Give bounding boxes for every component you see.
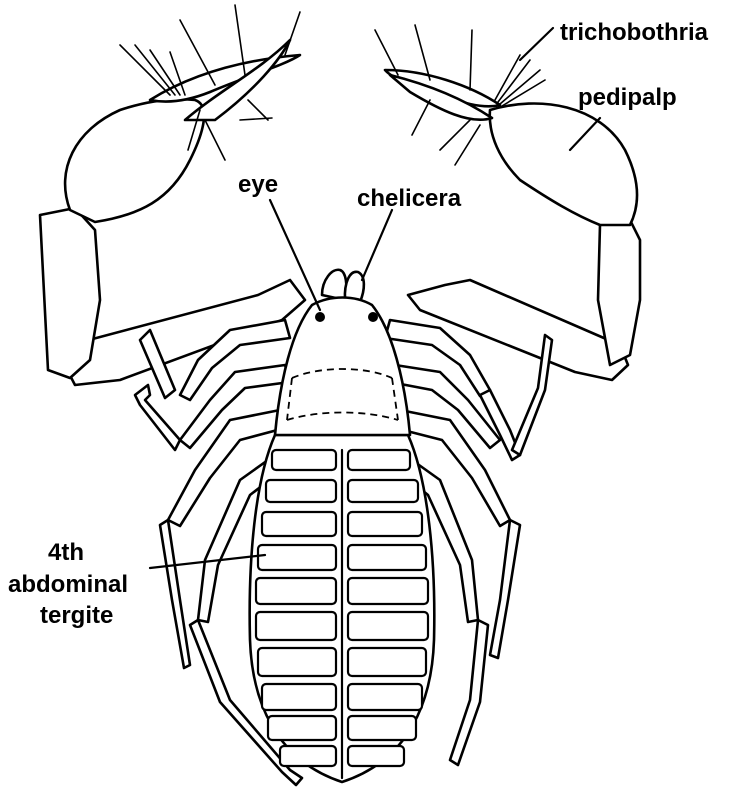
chelicera-leader (362, 210, 392, 280)
label-tergite-line1: 4th (48, 539, 84, 566)
label-eye: eye (238, 171, 278, 198)
label-pedipalp: pedipalp (578, 84, 677, 111)
label-tergite-line2: abdominal (8, 571, 128, 598)
label-chelicera: chelicera (357, 185, 462, 212)
label-trichobothria: trichobothria (560, 19, 709, 46)
trichobothria-leader (520, 28, 553, 60)
label-tergite-line3: tergite (40, 602, 113, 629)
